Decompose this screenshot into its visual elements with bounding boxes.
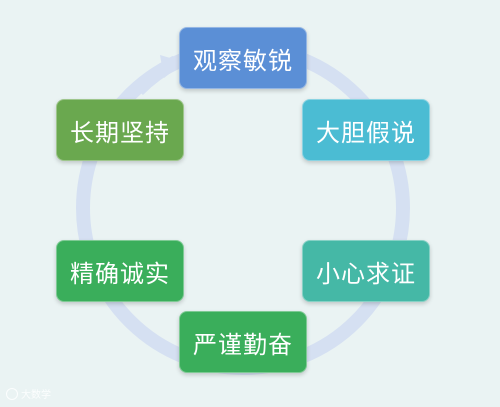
node-bottom-label: 严谨勤奋 [193,330,293,359]
node-left-top: 长期坚持 [56,99,184,161]
watermark-text: 大数学 [21,390,51,401]
node-left-top-label: 长期坚持 [70,118,170,147]
node-top-label: 观察敏锐 [193,46,293,75]
node-top: 观察敏锐 [179,27,307,89]
watermark: 大数学 [6,386,51,401]
node-right-top-label: 大胆假说 [316,118,416,147]
arrowhead-icon [160,55,184,78]
node-right-top: 大胆假说 [302,99,430,161]
node-left-bottom: 精确诚实 [56,240,184,302]
node-bottom: 严谨勤奋 [179,311,307,373]
watermark-logo-icon [6,387,18,400]
node-left-bottom-label: 精确诚实 [70,259,170,288]
node-right-bottom-label: 小心求证 [316,259,416,288]
node-right-bottom: 小心求证 [302,240,430,302]
